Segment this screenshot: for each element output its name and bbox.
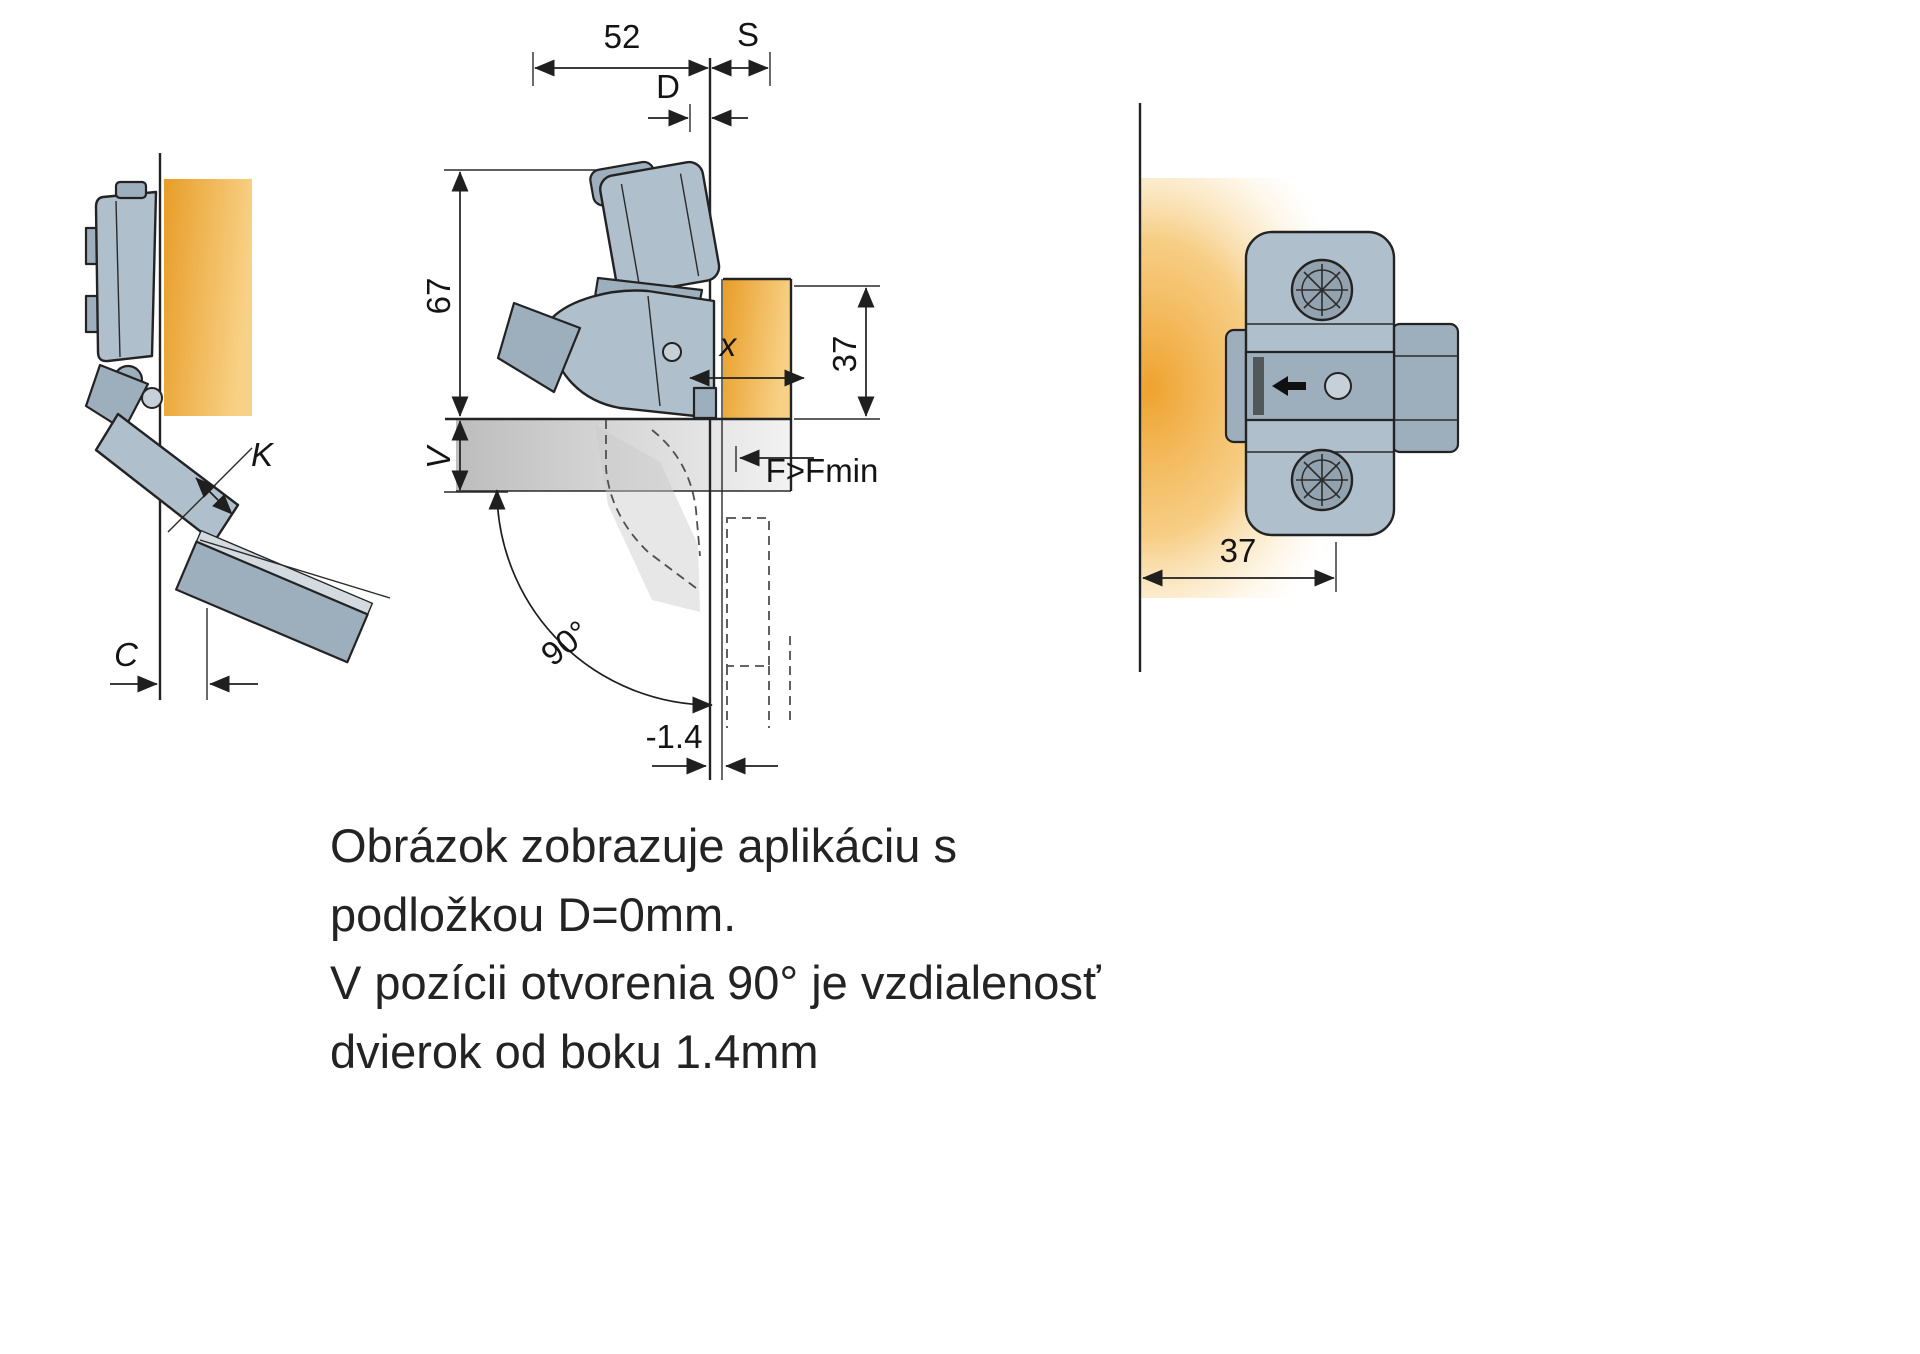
bottom-panel <box>456 420 791 491</box>
caption: Obrázok zobrazuje aplikáciu s podložkou … <box>330 812 1290 1086</box>
caption-line-1: Obrázok zobrazuje aplikáciu s <box>330 819 957 872</box>
dim-k: K <box>167 436 391 599</box>
dim-37-right: 37 <box>1142 532 1337 592</box>
dim-d: D <box>648 68 748 132</box>
caption-line-2: podložkou D=0mm. <box>330 887 737 941</box>
dim-minus14-label: -1.4 <box>646 718 703 755</box>
dim-c: C <box>110 608 258 700</box>
dim-67: 67 <box>420 169 598 417</box>
dim-52: 52 <box>532 18 709 86</box>
dim-67-label: 67 <box>420 278 457 315</box>
dim-52-label: 52 <box>604 18 641 55</box>
dim-37-label: 37 <box>826 336 863 373</box>
wood-panel-left <box>164 179 252 416</box>
dim-v: V <box>420 420 508 493</box>
middle-view: 52 S D 67 V x <box>420 16 880 780</box>
dim-minus14: -1.4 <box>646 718 778 775</box>
right-view: 37 <box>1138 103 1460 672</box>
c-label: C <box>114 636 139 673</box>
dim-37-middle: 37 <box>794 285 880 420</box>
left-arrow-icon <box>1272 376 1306 396</box>
cam-hole <box>1324 372 1352 400</box>
dim-x-label: x <box>718 326 738 363</box>
dim-37-right-label: 37 <box>1220 532 1257 569</box>
left-view: K C <box>84 153 391 700</box>
dim-f-label: F>Fmin <box>766 452 879 489</box>
dim-s: S <box>711 16 771 86</box>
wood-panel-middle <box>723 280 791 419</box>
door-side <box>175 529 374 664</box>
hinge-side-body <box>84 180 374 664</box>
dim-x: x <box>689 326 805 387</box>
hinge-section-body <box>496 160 721 420</box>
mounting-plate <box>1224 230 1460 537</box>
dim-d-label: D <box>656 68 680 105</box>
caption-line-4: dvierok od boku 1.4mm <box>330 1024 819 1078</box>
k-label: K <box>251 436 275 473</box>
screw-bottom <box>1290 448 1354 512</box>
dim-s-label: S <box>737 16 759 53</box>
dim-v-label: V <box>420 444 457 469</box>
caption-line-3: V pozícii otvorenia 90° je vzdialenosť <box>330 956 1101 1010</box>
screw-top <box>1290 258 1354 322</box>
dim-f: F>Fmin <box>735 446 879 489</box>
